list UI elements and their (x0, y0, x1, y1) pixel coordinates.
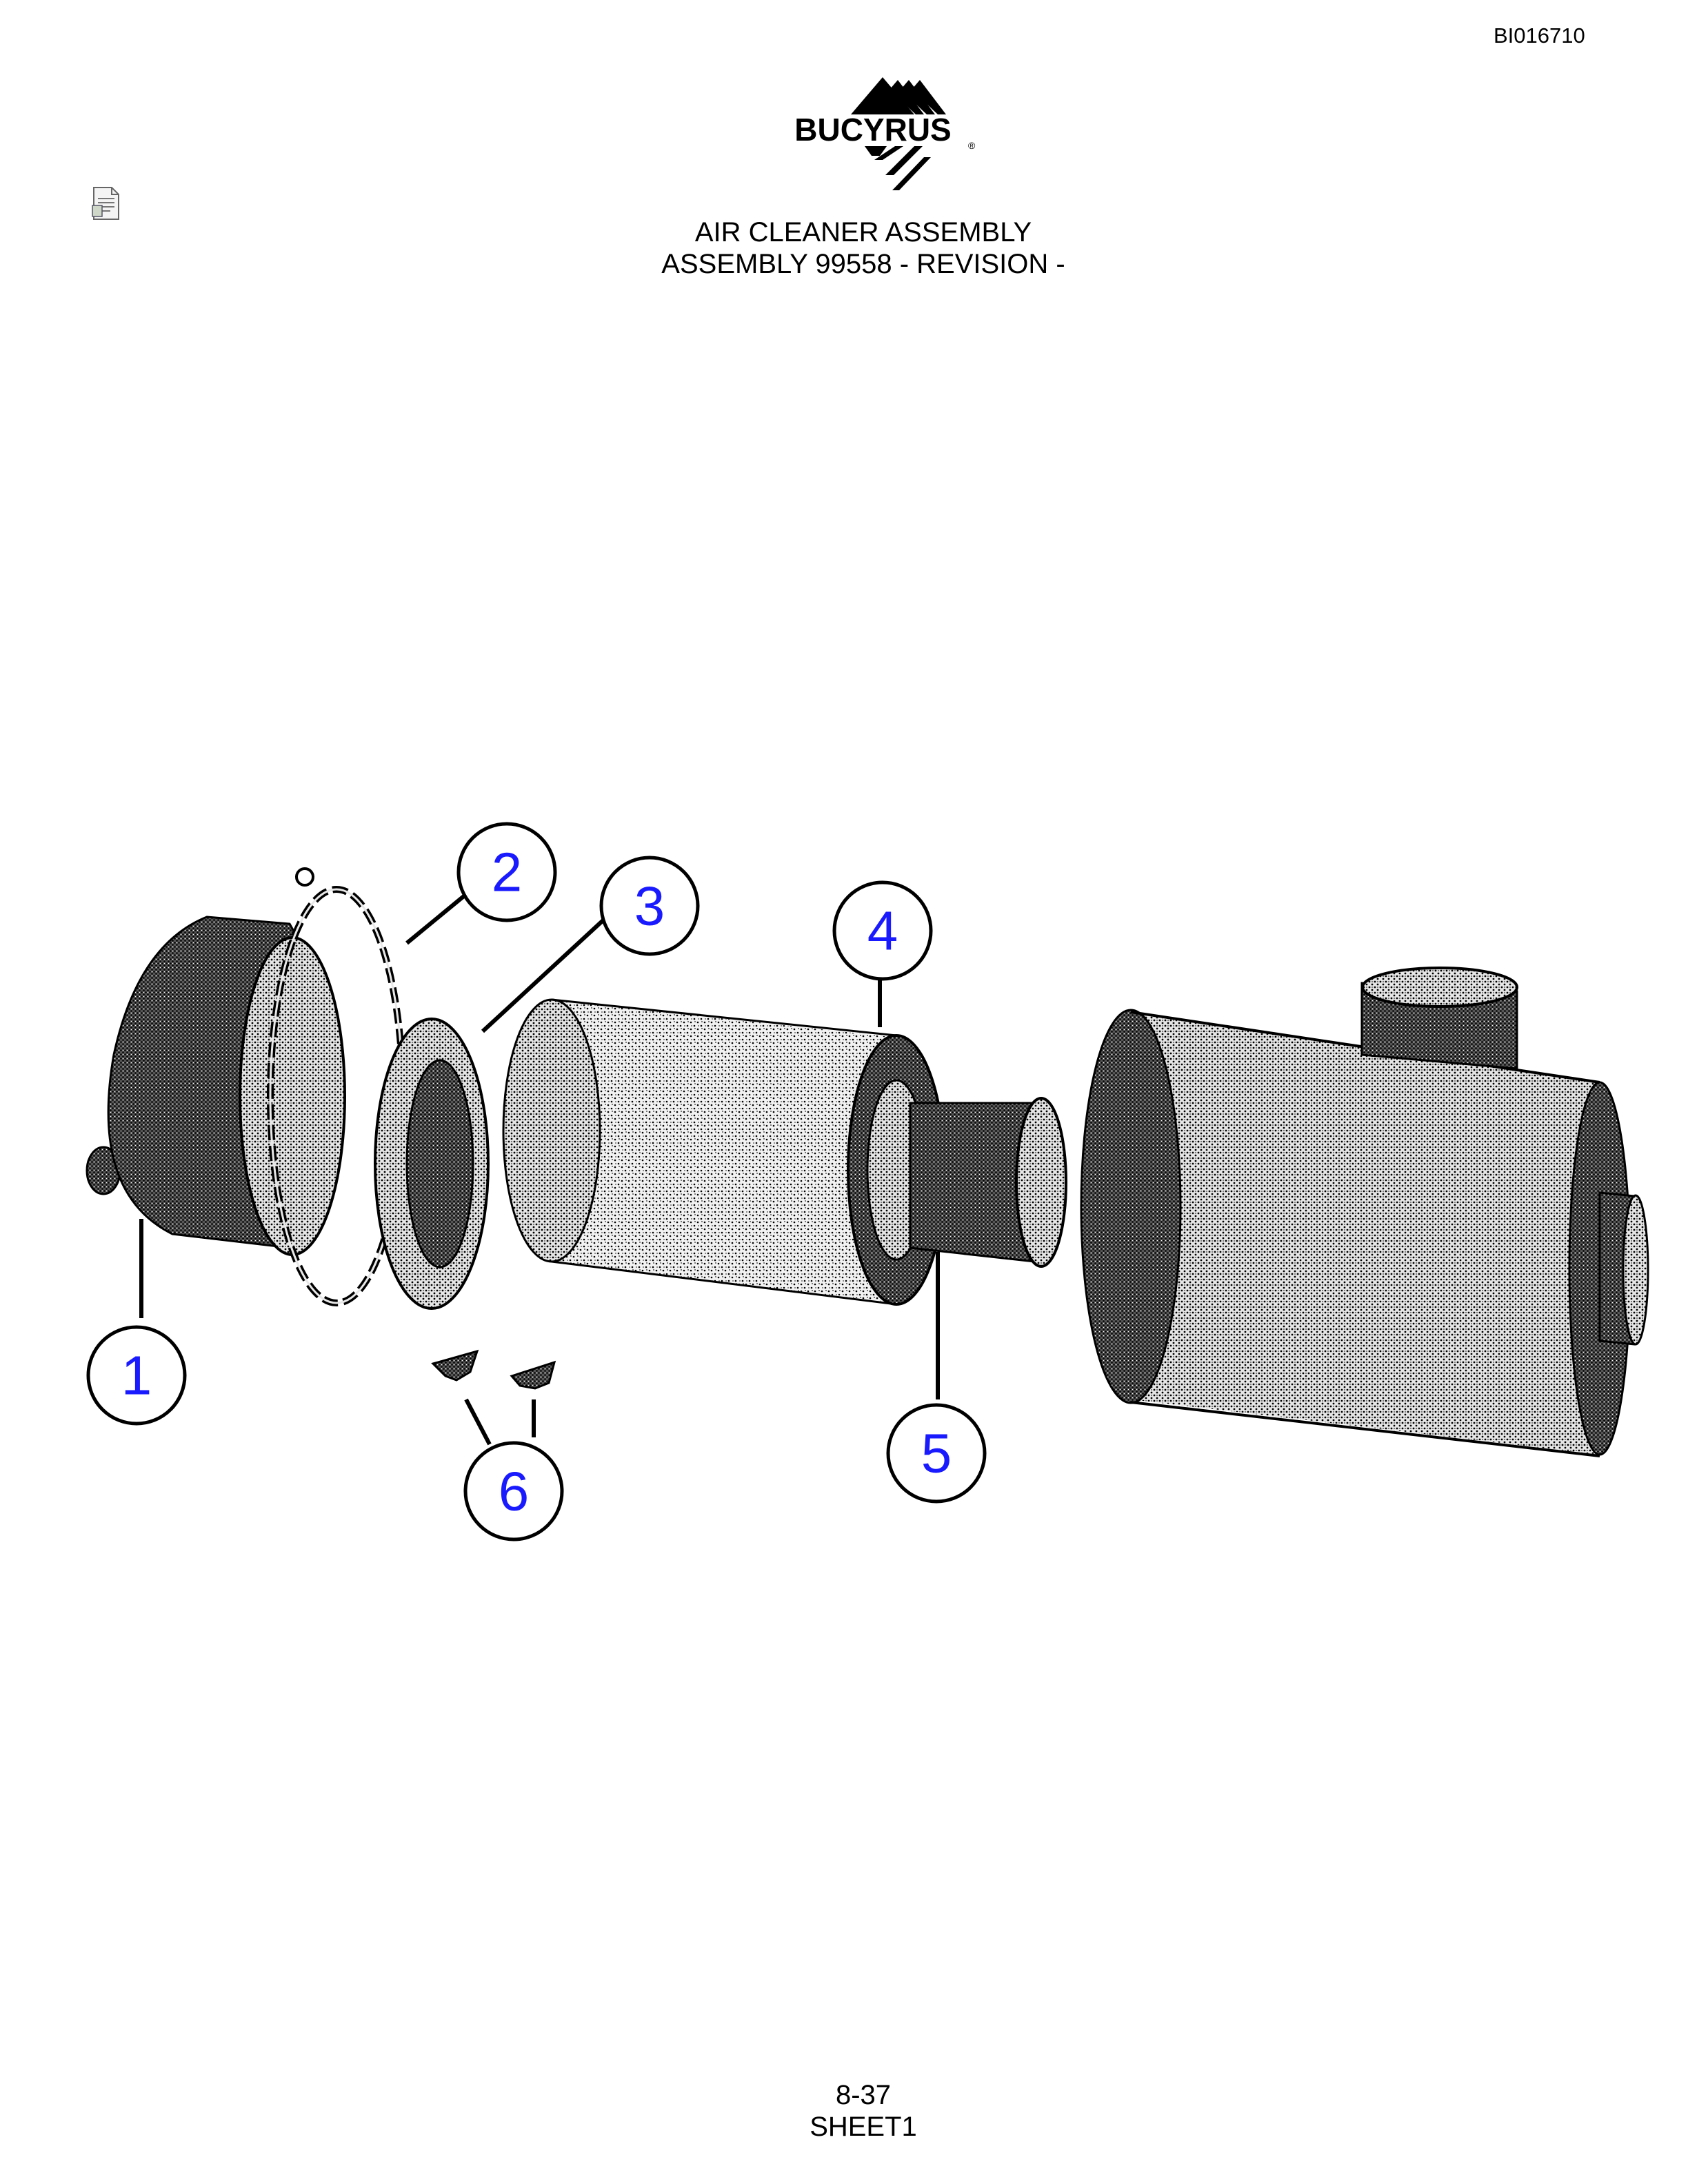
exploded-parts-diagram: 1 2 3 4 5 6 (86, 822, 1649, 1541)
sheet-label: SHEET1 (810, 2112, 917, 2142)
leader-lines (139, 893, 940, 1446)
document-id: BI016710 (1494, 23, 1585, 48)
document-icon[interactable] (91, 186, 120, 221)
page-number: 8-37 (835, 2080, 892, 2110)
part-3-gasket (374, 1018, 490, 1310)
svg-text:2: 2 (492, 842, 523, 903)
registered-mark: ® (968, 140, 976, 151)
part-5-safety-filter (909, 1097, 1067, 1268)
callout-3: 3 (599, 856, 700, 956)
bucyrus-logo: BUCYRUS ® (794, 77, 976, 190)
callout-5: 5 (886, 1403, 987, 1504)
callout-1: 1 (86, 1325, 187, 1426)
callout-4: 4 (832, 880, 933, 981)
svg-text:6: 6 (499, 1461, 530, 1522)
callout-2: 2 (456, 822, 557, 922)
part-6-wing-nuts (431, 1349, 556, 1390)
svg-text:3: 3 (634, 876, 665, 937)
title-line-2: ASSEMBLY 99558 - REVISION - (661, 249, 1065, 279)
part-1-cover (86, 916, 346, 1256)
logo-wordmark: BUCYRUS (794, 112, 951, 148)
drawing-title: AIR CLEANER ASSEMBLY ASSEMBLY 99558 - RE… (0, 216, 1688, 280)
callout-6: 6 (463, 1441, 564, 1541)
svg-text:4: 4 (867, 900, 898, 962)
page-footer: 8-37 SHEET1 (0, 2079, 1688, 2143)
title-line-1: AIR CLEANER ASSEMBLY (694, 217, 1032, 247)
svg-text:1: 1 (121, 1345, 152, 1406)
svg-text:5: 5 (921, 1423, 952, 1484)
part-4-primary-filter (502, 998, 946, 1306)
air-cleaner-housing (1080, 967, 1649, 1457)
